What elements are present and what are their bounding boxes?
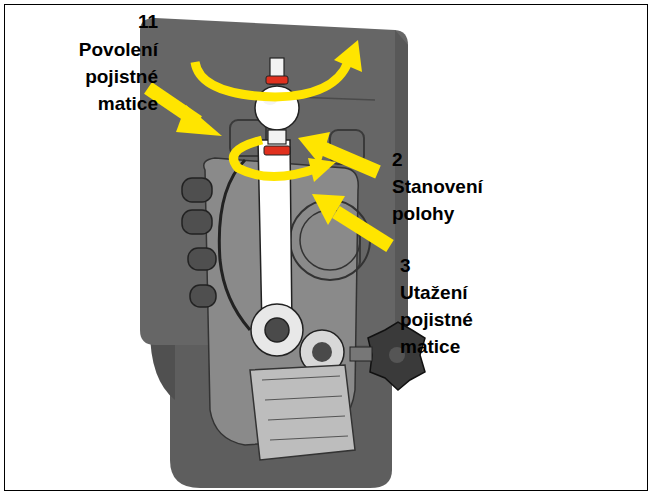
step-label: Povolení pojistné matice <box>48 36 158 117</box>
step-label: Utažení pojistné matice <box>400 279 510 360</box>
callout-number: 3 <box>400 252 520 279</box>
step-label: Stanovení polohy <box>392 173 507 227</box>
callout-number: 2 <box>392 146 512 173</box>
callout-number: 11 <box>58 8 158 35</box>
